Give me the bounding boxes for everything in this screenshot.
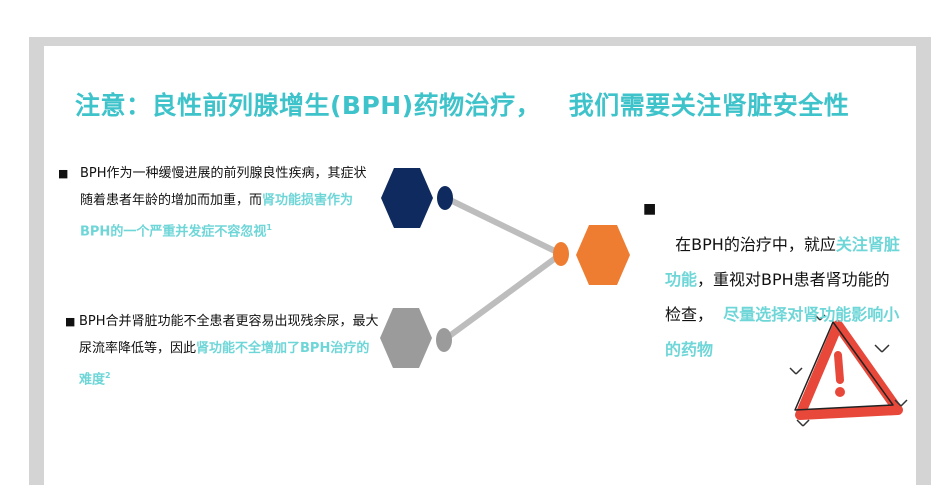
point-text: BPH合并肾脏功能不全患者更容易出现残余尿，最大尿流率降低等，因此 xyxy=(79,314,379,356)
conclusion-highlight: 关注肾脏功能 xyxy=(665,235,900,289)
footnote-ref: 2 xyxy=(105,371,111,380)
conclusion-highlight: 尽量选择对肾功能影响小的药物 xyxy=(665,305,900,359)
slide-title: 注意：良性前列腺增生(BPH)药物治疗， 我们需要关注肾脏安全性 xyxy=(75,91,850,120)
conclusion-text: ，重视对BPH患者肾功能的检查， xyxy=(665,270,890,324)
point-1: ■ BPH作为一种缓慢进展的前列腺良性疾病，其症状随着患者年龄的增加而加重，而肾… xyxy=(58,160,368,245)
connector-line-bottom xyxy=(442,251,563,343)
bullet-icon: ■ xyxy=(643,201,657,217)
gray-hexagon xyxy=(380,308,432,368)
gray-node xyxy=(436,328,452,352)
conclusion-text: 在BPH的治疗中，就应 xyxy=(675,235,836,254)
connector-line-top xyxy=(444,195,563,257)
point-highlight: 肾功能不全增加了BPH治疗的难度 xyxy=(79,341,370,388)
footnote-ref: 1 xyxy=(266,223,272,232)
bullet-icon: ■ xyxy=(65,315,76,328)
point-2: ■ BPH合并肾脏功能不全患者更容易出现残余尿，最大尿流率降低等，因此肾功能不全… xyxy=(65,308,380,393)
navy-hexagon xyxy=(381,168,433,228)
navy-node xyxy=(437,186,453,210)
slide xyxy=(44,46,916,485)
orange-hexagon xyxy=(576,225,630,285)
point-highlight: 肾功能损害作为BPH的一个严重并发症不容忽视 xyxy=(80,193,354,240)
bullet-icon: ■ xyxy=(58,167,69,180)
orange-node xyxy=(553,242,569,266)
warning-icon xyxy=(789,314,908,427)
conclusion: ■ 在BPH的治疗中，就应关注肾脏功能，重视对BPH患者肾功能的检查， 尽量选择… xyxy=(643,192,905,402)
point-text: BPH作为一种缓慢进展的前列腺良性疾病，其症状随着患者年龄的增加而加重，而 xyxy=(80,166,367,208)
